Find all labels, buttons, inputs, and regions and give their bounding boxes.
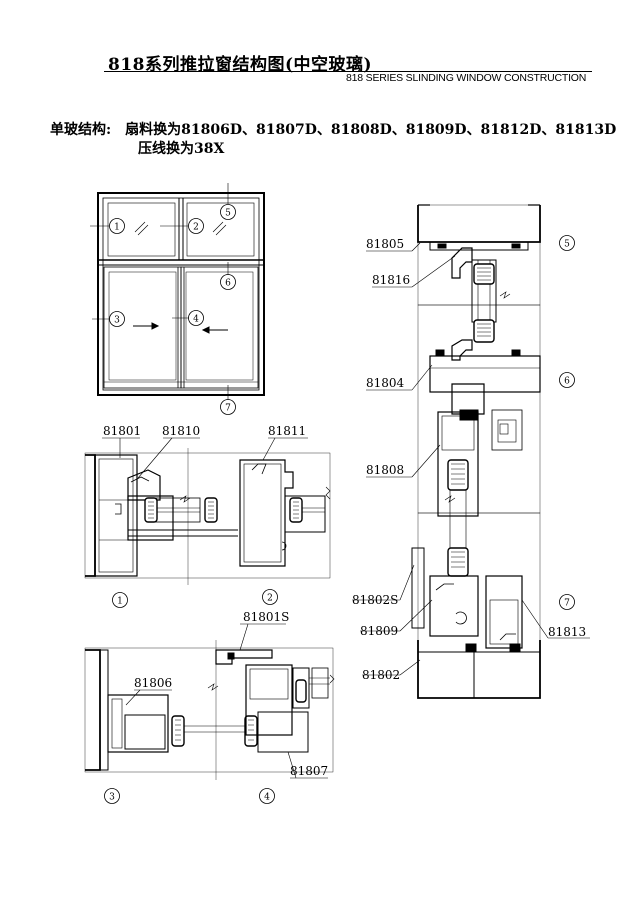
label-81804: 81804 bbox=[366, 376, 405, 390]
svg-text:2: 2 bbox=[267, 594, 273, 604]
spec-sash-text: 扇料换为81806D、81807D、81808D、81809D、81812D、8… bbox=[125, 122, 617, 138]
section-marker-3: 3 bbox=[104, 788, 120, 804]
section-3-4-drawing bbox=[84, 623, 335, 780]
svg-text:1: 1 bbox=[114, 223, 120, 233]
label-81801S: 81801S bbox=[243, 610, 289, 624]
section-marker-4: 4 bbox=[259, 788, 275, 804]
spec-line-2: 压线换为38X bbox=[138, 141, 225, 157]
elevation-marker-4: 4 bbox=[188, 310, 204, 326]
vertical-section-labels: 81805 81816 81804 81808 81802S 81809 818… bbox=[352, 237, 586, 682]
section-marker-2: 2 bbox=[262, 589, 278, 605]
section-marker-6: 6 bbox=[559, 372, 575, 388]
page-subtitle: 818 SERIES SLINDING WINDOW CONSTRUCTION bbox=[346, 72, 587, 84]
label-81805: 81805 bbox=[366, 237, 404, 251]
svg-text:1: 1 bbox=[117, 597, 123, 607]
elevation-marker-1: 1 bbox=[109, 218, 125, 234]
vertical-section-drawing bbox=[352, 204, 590, 699]
section-1-2-drawing bbox=[84, 437, 331, 585]
elevation-marker-2: 2 bbox=[188, 218, 204, 234]
label-81807: 81807 bbox=[290, 764, 328, 778]
svg-text:6: 6 bbox=[564, 377, 570, 387]
svg-text:4: 4 bbox=[264, 793, 270, 803]
svg-text:5: 5 bbox=[564, 240, 570, 250]
title-rule bbox=[104, 71, 592, 72]
svg-text:6: 6 bbox=[225, 279, 231, 289]
section-3-4-labels: 81801S 81806 81807 bbox=[134, 610, 328, 778]
svg-text:7: 7 bbox=[564, 599, 570, 609]
page-title: 818系列推拉窗结构图(中空玻璃) bbox=[108, 55, 373, 75]
elevation-marker-6: 6 bbox=[220, 274, 236, 290]
elevation-marker-3: 3 bbox=[109, 311, 125, 327]
label-81808: 81808 bbox=[366, 463, 404, 477]
svg-text:2: 2 bbox=[193, 223, 199, 233]
section-marker-1: 1 bbox=[112, 592, 128, 608]
label-81810: 81810 bbox=[162, 424, 200, 438]
label-81809: 81809 bbox=[360, 624, 398, 638]
section-1-2-labels: 81801 81810 81811 bbox=[103, 424, 306, 438]
svg-text:7: 7 bbox=[225, 404, 231, 414]
label-81801: 81801 bbox=[103, 424, 141, 438]
window-elevation bbox=[90, 183, 265, 400]
svg-text:4: 4 bbox=[193, 315, 199, 325]
label-81802: 81802 bbox=[362, 668, 400, 682]
label-81816: 81816 bbox=[372, 273, 410, 287]
svg-text:5: 5 bbox=[225, 209, 231, 219]
svg-text:3: 3 bbox=[109, 793, 115, 803]
label-81802S: 81802S bbox=[352, 593, 398, 607]
spec-line-1: 单玻结构: 扇料换为81806D、81807D、81808D、81809D、818… bbox=[50, 119, 616, 139]
section-marker-5: 5 bbox=[559, 235, 575, 251]
svg-text:3: 3 bbox=[114, 316, 120, 326]
label-81811: 81811 bbox=[268, 424, 306, 438]
label-81813: 81813 bbox=[548, 625, 586, 639]
section-marker-7: 7 bbox=[559, 594, 575, 610]
elevation-marker-5: 5 bbox=[220, 204, 236, 220]
elevation-marker-7: 7 bbox=[220, 399, 236, 415]
label-81806: 81806 bbox=[134, 676, 172, 690]
spec-label: 单玻结构: bbox=[50, 122, 112, 138]
